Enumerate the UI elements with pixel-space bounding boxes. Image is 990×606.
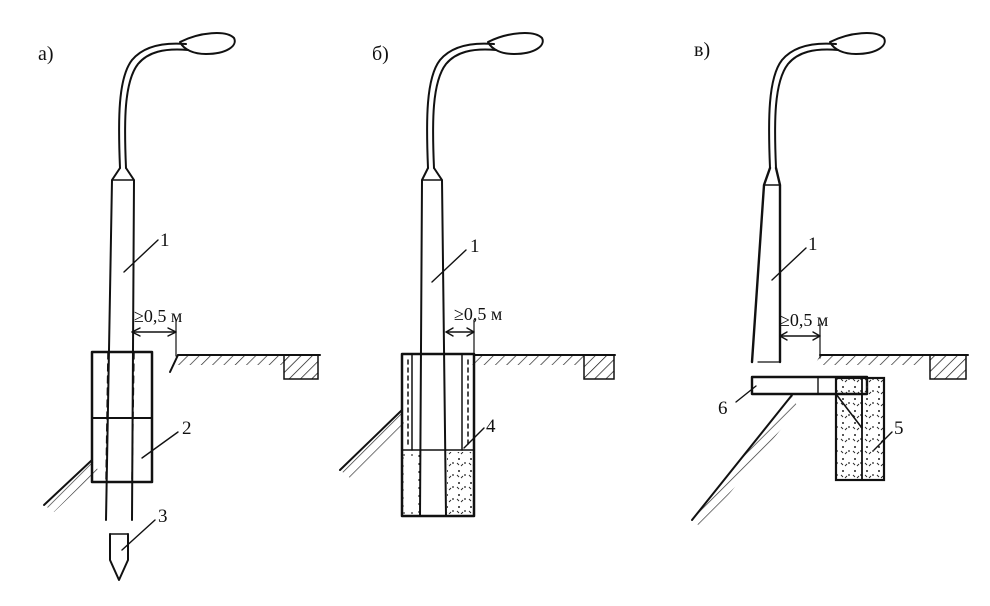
- panel-c-pile: [834, 376, 886, 482]
- callout-1-c: 1: [808, 234, 818, 255]
- panel-c-lamp-pole: [750, 32, 886, 364]
- panel-c-callouts: 1 5 6: [718, 234, 904, 451]
- panel-b-dimension: ≥0,5 м: [445, 304, 502, 357]
- panel-b-lamp-pole: [419, 32, 544, 517]
- callout-6: 6: [718, 398, 728, 419]
- panel-a-ground: [43, 354, 321, 512]
- panel-c-dimension: ≥0,5 м: [779, 310, 828, 359]
- panel-b-ground: [339, 354, 616, 478]
- panel-a-callouts: 1 2 3: [121, 230, 192, 551]
- panel-c: в): [691, 32, 969, 528]
- panel-b: б): [339, 32, 616, 518]
- panel-a: а): [38, 32, 321, 581]
- panel-a-lamp-pole: [105, 32, 236, 581]
- callout-1-a: 1: [160, 230, 170, 251]
- panel-b-callouts: 1 4: [431, 236, 496, 449]
- callout-3: 3: [158, 506, 168, 527]
- panel-c-label: в): [694, 39, 710, 61]
- callout-5: 5: [894, 418, 904, 439]
- panel-a-label: а): [38, 43, 54, 65]
- callout-1-b: 1: [470, 236, 480, 257]
- panel-b-label: б): [372, 43, 389, 65]
- callout-4: 4: [486, 416, 496, 437]
- panel-a-dimension-text: ≥0,5 м: [134, 306, 182, 326]
- panel-b-pit: [400, 352, 476, 518]
- panel-a-dimension: ≥0,5 м: [131, 306, 182, 357]
- callout-2: 2: [182, 418, 192, 439]
- panel-b-dimension-text: ≥0,5 м: [454, 304, 502, 324]
- panel-a-foundation-block: [90, 350, 154, 484]
- panel-c-ground: [691, 354, 969, 528]
- panel-c-dimension-text: ≥0,5 м: [780, 310, 828, 330]
